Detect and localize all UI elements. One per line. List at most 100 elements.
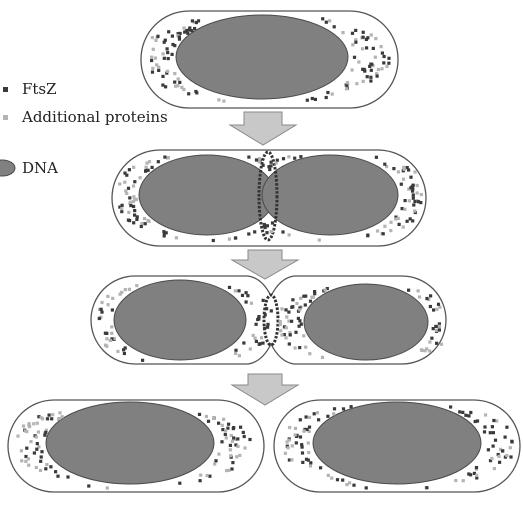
ftsz-protein [325,287,329,291]
ftsz-protein [291,305,295,309]
ftsz-protein [170,52,174,56]
ftsz-protein [237,289,241,293]
ftsz-protein [287,342,291,346]
ftsz-protein [409,175,413,179]
ftsz-protein [498,460,502,464]
ftsz-protein [461,410,465,414]
additional-protein [284,326,288,330]
additional-protein [161,52,165,56]
additional-protein [320,355,325,359]
ftsz-protein [132,221,136,225]
additional-protein [236,444,240,448]
ftsz-protein [190,29,194,33]
additional-protein [288,425,292,430]
additional-protein [224,429,228,433]
additional-protein [257,160,261,164]
protein-dots [150,17,391,103]
ftsz-protein [474,466,479,470]
additional-protein [407,199,411,203]
ftsz-protein [509,455,513,459]
ftsz-protein [233,236,238,240]
additional-protein [204,414,208,419]
additional-protein [32,422,36,426]
ftsz-protein [231,427,235,431]
additional-protein [127,287,131,291]
additional-protein [330,476,334,480]
additional-protein [361,79,365,83]
additional-protein [237,354,241,358]
dna-nucleoid [175,14,349,100]
ftsz-protein [486,448,490,452]
ftsz-protein [365,46,369,50]
ftsz-protein [190,19,194,23]
additional-protein [27,463,31,467]
ftsz-protein [150,70,155,74]
additional-protein [20,459,24,463]
ftsz-legend-marker [3,87,8,92]
ftsz-protein [374,155,378,159]
ftsz-protein [173,44,177,48]
additional-protein [290,458,294,462]
ftsz-protein [400,207,404,211]
legend: FtsZ Additional proteins DNA [0,80,168,177]
ftsz-protein [165,47,169,51]
stage-single-cell [140,10,399,109]
ftsz-protein [110,308,114,312]
ftsz-protein [298,435,303,439]
ftsz-protein [496,452,500,457]
additional-protein [51,413,55,417]
additional-protein [323,288,327,292]
ftsz-protein [35,447,39,451]
ftsz-protein [162,56,166,60]
additional-protein [120,290,124,294]
additional-proteins-legend-label: Additional proteins [21,108,168,126]
additional-protein [127,210,131,214]
additional-protein [461,479,465,483]
ftsz-protein [298,346,302,350]
ftsz-protein [39,459,43,463]
ftsz-protein [435,341,439,345]
ftsz-protein [211,238,215,243]
ftsz-protein [321,17,325,21]
ftsz-protein [128,219,132,223]
dna-nucleoid [312,401,482,485]
ftsz-protein [187,28,191,32]
additional-protein [419,193,423,197]
ftsz-protein [164,85,168,89]
ftsz-protein [187,92,191,96]
ftsz-protein [306,458,310,462]
ftsz-protein [397,222,401,226]
additional-protein [180,85,184,89]
ftsz-protein [375,74,379,78]
ftsz-protein [56,474,60,478]
ftsz-protein [300,445,304,449]
additional-protein [60,415,64,419]
ftsz-protein [370,62,374,66]
ftsz-protein [125,173,129,177]
additional-protein [394,217,398,221]
protein-dots [16,405,514,490]
ftsz-protein [382,54,386,59]
ftsz-protein [464,413,468,417]
additional-protein [111,296,115,300]
ftsz-protein [394,215,398,219]
additional-protein [21,424,26,428]
ftsz-protein [409,186,413,190]
ftsz-protein [297,324,301,328]
ftsz-protein [244,291,248,295]
additional-protein [295,301,299,306]
additional-protein [166,69,170,73]
additional-proteins-legend-marker [3,115,8,120]
additional-protein [438,305,442,309]
ftsz-protein [407,288,411,292]
ftsz-protein [317,418,321,422]
ftsz-protein [176,32,180,36]
ftsz-protein [197,412,202,416]
additional-protein [228,448,232,452]
ftsz-protein [299,155,303,159]
ftsz-protein [335,478,340,482]
additional-protein [354,38,358,42]
ftsz-protein [364,37,368,41]
additional-protein [217,452,221,456]
additional-protein [483,413,488,417]
